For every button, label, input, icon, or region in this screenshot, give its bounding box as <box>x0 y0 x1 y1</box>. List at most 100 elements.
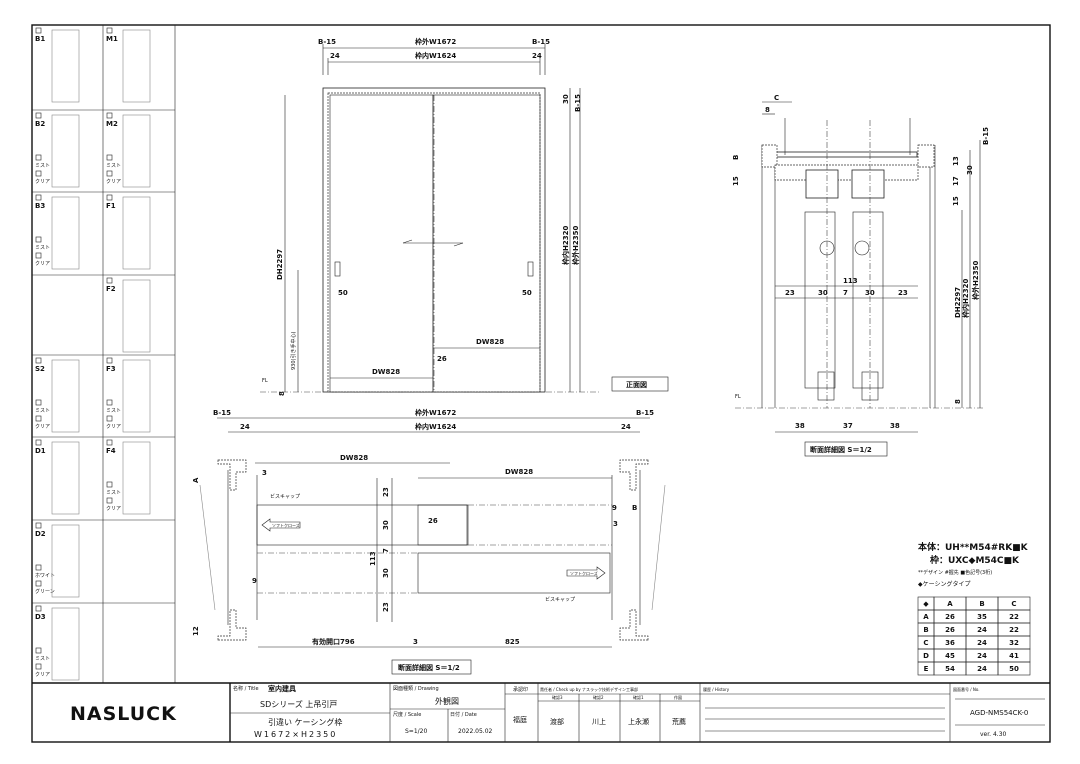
soft-close-left: ソフトクローズ <box>272 522 300 528</box>
dim-9-left: 9 <box>252 577 257 585</box>
option-label: ミスト <box>35 163 50 169</box>
option-checkbox[interactable] <box>35 399 42 406</box>
checkbox[interactable] <box>106 277 113 284</box>
dim-effective-opening: 有効開口796 <box>312 637 355 646</box>
option-checkbox[interactable] <box>106 481 113 488</box>
option-label: ミスト <box>106 490 121 496</box>
dim-outer-width: 枠外W1672 <box>415 408 456 417</box>
table-header: A <box>947 600 953 608</box>
checkbox[interactable] <box>35 27 42 34</box>
nasluck-logo: NASLUCK <box>70 703 177 725</box>
table-value: A <box>923 613 929 621</box>
design-code: S2 <box>35 365 45 373</box>
dim-24-left: 24 <box>330 52 340 60</box>
option-checkbox[interactable] <box>35 170 42 177</box>
option-checkbox[interactable] <box>106 497 113 504</box>
dim-b15-right: B-15 <box>532 38 550 46</box>
drawing-number-label: 図面番号 / No. <box>953 686 980 692</box>
design-code: M2 <box>106 120 118 128</box>
checkbox[interactable] <box>106 439 113 446</box>
dim-outer-width: 枠外W1672 <box>415 37 456 46</box>
title-label: 名称 / Title <box>233 685 259 692</box>
dim-825: 825 <box>505 638 520 646</box>
drawing-type: 外観図 <box>435 696 459 706</box>
drawing-number: AGD-NMS54CK-0 <box>970 709 1028 717</box>
checkbox[interactable] <box>35 112 42 119</box>
dim-dw-right: DW828 <box>476 338 504 346</box>
dim-dw-left: DW828 <box>372 368 400 376</box>
dim-outer-height: 枠外H2350 <box>571 226 580 265</box>
catalog-item-m1: M1 <box>106 27 151 103</box>
checkbox[interactable] <box>35 605 42 612</box>
dim-8-bottom: 8 <box>954 399 962 404</box>
checkbox[interactable] <box>106 194 113 201</box>
checkbox[interactable] <box>35 357 42 364</box>
table-value: 24 <box>977 639 987 647</box>
catalog-grid <box>32 25 1050 684</box>
dim-b15-left: B-15 <box>213 409 231 417</box>
plan-section-label: 断面詳細図 S＝1/2 <box>398 663 460 672</box>
table-value: 22 <box>1009 626 1019 634</box>
option-checkbox[interactable] <box>106 399 113 406</box>
door-thumbnail <box>122 441 151 515</box>
option-checkbox[interactable] <box>35 564 42 571</box>
dim-26: 26 <box>437 355 447 363</box>
spec-body: 本体：UH**M54#RK■K <box>918 541 1029 553</box>
spec-notes: 本体：UH**M54#RK■K 枠：UXC◆M54C■K **デザイン #握先 … <box>918 541 1029 588</box>
dim-12: 12 <box>192 626 200 636</box>
design-code: B2 <box>35 120 45 128</box>
option-checkbox[interactable] <box>35 236 42 243</box>
checkbox[interactable] <box>35 522 42 529</box>
option-label: クリア <box>35 672 50 678</box>
checker-role: 作図 <box>674 694 682 700</box>
checkbox[interactable] <box>35 194 42 201</box>
dim-inner-width: 枠内W1624 <box>415 51 456 60</box>
approval-name: 福庭 <box>513 715 527 724</box>
fl-mark: FL <box>262 378 268 384</box>
table-header: C <box>1011 600 1016 608</box>
design-code: D2 <box>35 530 46 538</box>
design-code: F4 <box>106 447 116 455</box>
option-checkbox[interactable] <box>106 170 113 177</box>
table-value: 45 <box>945 652 955 660</box>
option-checkbox[interactable] <box>35 580 42 587</box>
title-line-4: W1672×H2350 <box>254 730 337 739</box>
design-code: D3 <box>35 613 46 621</box>
door-thumbnail <box>51 441 80 515</box>
checker-name: 荒薦 <box>672 717 686 726</box>
option-checkbox[interactable] <box>35 647 42 654</box>
option-checkbox[interactable] <box>106 415 113 422</box>
checkbox[interactable] <box>35 439 42 446</box>
checker-role: 確認1 <box>633 694 644 700</box>
catalog-item-f2: F2 <box>106 277 151 353</box>
option-checkbox[interactable] <box>35 252 42 259</box>
checkbox[interactable] <box>106 112 113 119</box>
table-value: 41 <box>1009 652 1019 660</box>
dim-15-left: 15 <box>732 176 740 186</box>
dim-15-right: 15 <box>952 196 960 206</box>
date-label: 日付 / Date <box>450 711 477 718</box>
option-checkbox[interactable] <box>35 663 42 670</box>
option-label: クリア <box>106 179 121 185</box>
dim-38-right: 38 <box>890 422 900 430</box>
checkbox[interactable] <box>106 357 113 364</box>
drawing-label: 図面種類 / Drawing <box>393 685 439 692</box>
option-checkbox[interactable] <box>35 415 42 422</box>
option-checkbox[interactable] <box>106 154 113 161</box>
front-elevation-label: 正面図 <box>626 380 647 389</box>
design-code: M1 <box>106 35 118 43</box>
option-label: クリア <box>106 506 121 512</box>
catalog-item-b1: B1 <box>35 27 80 103</box>
option-label: ミスト <box>35 656 50 662</box>
table-value: 26 <box>945 626 955 634</box>
option-checkbox[interactable] <box>35 154 42 161</box>
checkbox[interactable] <box>106 27 113 34</box>
checker-role: 確認2 <box>593 694 604 700</box>
dim-dw-left: DW828 <box>340 454 368 462</box>
spec-note: **デザイン #握先 ■色記号(3桁) <box>918 569 992 576</box>
dim-3-bottom: 3 <box>413 638 418 646</box>
